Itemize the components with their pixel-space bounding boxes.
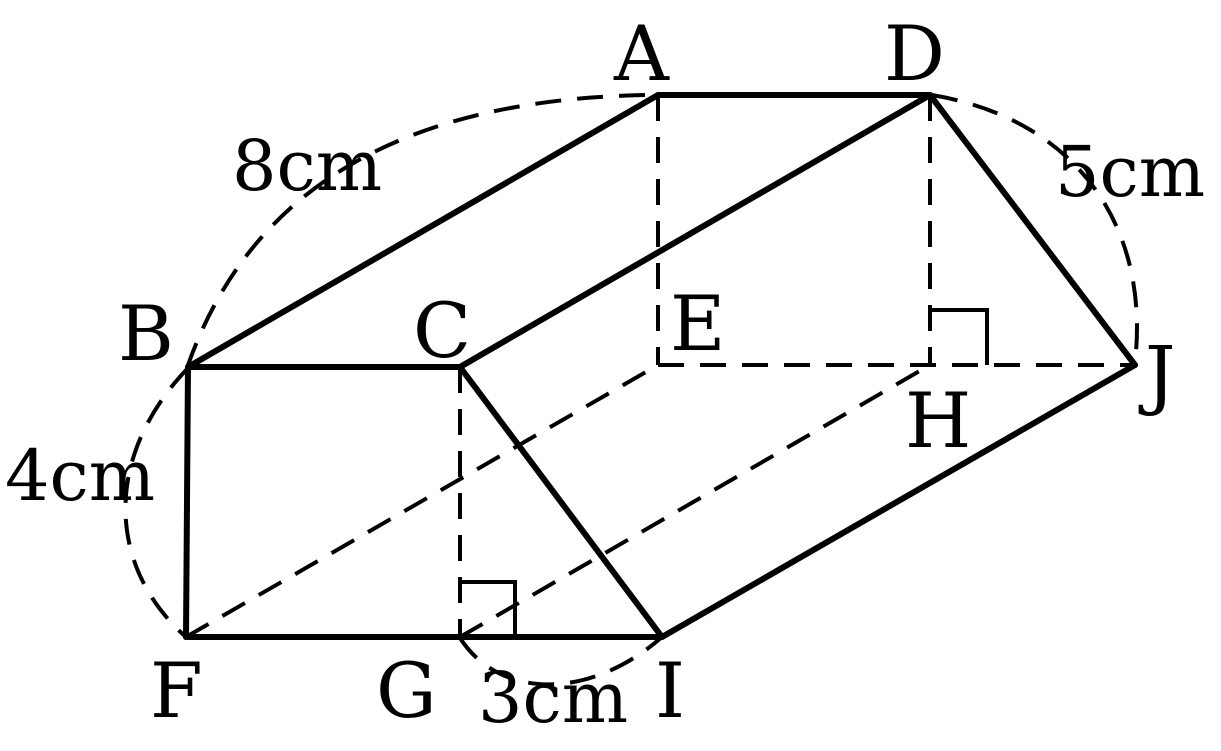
hidden-edge-gh: [458, 363, 932, 639]
right-angle-marker-h: [930, 308, 989, 365]
dimension-label-ab: 8cm: [232, 125, 382, 207]
point-label-i: I: [655, 646, 685, 735]
point-label-a: A: [613, 9, 670, 98]
dimension-label-bf: 4cm: [5, 435, 155, 517]
point-label-g: G: [376, 646, 437, 735]
point-label-d: D: [884, 9, 945, 98]
point-label-j: J: [1138, 329, 1175, 418]
edge-ci: [457, 364, 665, 640]
edge-dc: [457, 92, 933, 370]
right-angle-marker-g: [460, 580, 517, 637]
dimension-arc-bf: [123, 366, 190, 639]
edge-ij: [659, 362, 1138, 640]
edge-dj: [927, 92, 1138, 368]
dimension-label-dj: 5cm: [1055, 131, 1205, 213]
point-label-h: H: [905, 376, 971, 465]
point-label-b: B: [118, 289, 174, 378]
dimension-arc-ab: [186, 93, 646, 366]
dimension-arc-dj: [931, 93, 1139, 363]
edge-bf: [183, 364, 191, 640]
dimension-label-gi: 3cm: [478, 657, 628, 739]
hidden-edge-fe: [185, 363, 659, 639]
edge-ab: [185, 92, 661, 370]
point-label-f: F: [150, 646, 203, 735]
point-label-e: E: [670, 279, 725, 368]
dimension-arc-gi: [458, 635, 664, 687]
point-label-c: C: [413, 286, 471, 375]
